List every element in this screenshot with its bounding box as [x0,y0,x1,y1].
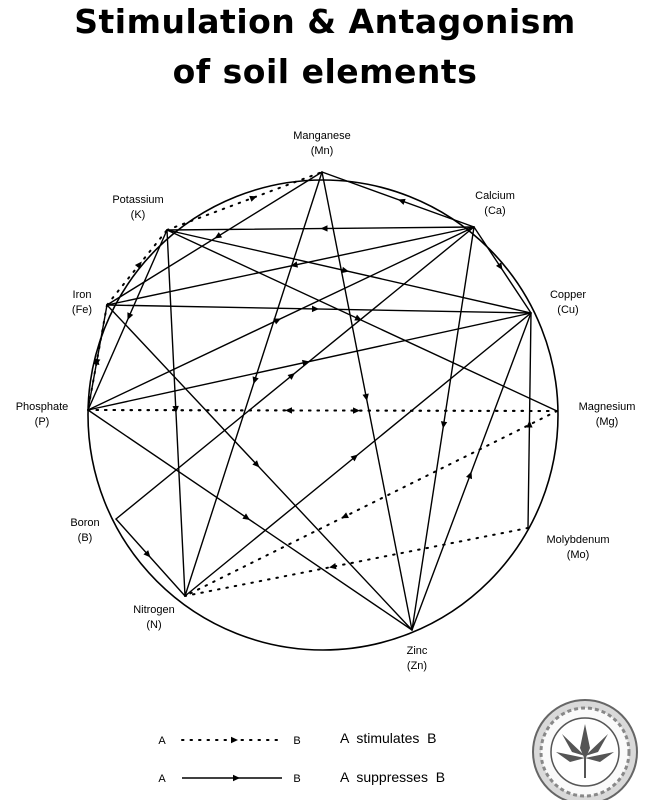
arrowhead-P-Fe [93,357,100,365]
arrowhead-Ca-Mn [398,198,406,205]
element-name-Fe: Iron [73,289,92,301]
arrowhead-K-Cu [341,266,349,274]
arrowhead-Mo-N [329,562,337,570]
arrowhead-N-Cu [350,454,358,462]
arrowhead-Ca-Fe [290,261,299,268]
element-name-Ca: Calcium [475,190,515,202]
element-name-Mo: Molybdenum [547,534,610,546]
element-name-N: Nitrogen [133,604,175,616]
element-name-Mn: Manganese [293,130,351,142]
relation-Mg-stimulates-N [184,410,558,597]
element-symbol-Cu: (Cu) [557,304,578,316]
element-symbol-P: (P) [35,416,50,428]
element-name-Cu: Copper [550,289,586,301]
arrowhead-Mn-Zn [362,393,369,401]
element-symbol-Zn: (Zn) [407,660,427,672]
relation-K-stimulates-Mn [166,171,323,231]
legend-stimulates-line [181,736,283,744]
legend-suppresses-text: A suppresses B [340,769,445,785]
legend-suppresses-b: B [293,773,300,785]
element-labels: Manganese (Mn) Calcium (Ca) Potassium (K) Iron… [16,130,636,672]
arrowhead-P-Zn [242,513,250,520]
arrowhead-Fe-Cu [311,305,319,313]
arrowhead-Mg-N [341,512,349,519]
legend-stimulates-b: B [293,735,300,747]
arrowhead-Mg-P [284,407,292,414]
relation-Mo-stimulates-N [184,527,529,597]
arrowhead-P-Ca [273,318,281,325]
element-symbol-B: (B) [78,532,93,544]
element-name-Mg: Magnesium [579,401,636,413]
element-symbol-Fe: (Fe) [72,304,92,316]
element-symbol-K: (K) [131,209,146,221]
page-title: Stimulation & Antagonism [74,2,576,41]
arrowhead-K-Mn [249,195,257,202]
arrowhead-Ca-K [320,225,328,232]
legend: A B A stimulates B A B A suppresses B [158,730,445,785]
element-symbol-Mo: (Mo) [567,549,590,561]
relation-lines [87,171,558,631]
arrowhead-P-Mg [353,407,361,414]
arrowhead-Mn-N [252,376,259,384]
arrowhead-K-P [127,312,134,320]
legend-dotted-arrowhead [231,736,238,744]
arrowhead-B-Ca [287,373,295,380]
page-subtitle: of soil elements [172,52,478,91]
element-name-K: Potassium [112,194,163,206]
arrowhead-K-N [172,405,179,413]
arrowhead-B-N [143,550,151,558]
element-symbol-Ca: (Ca) [484,205,505,217]
arrowhead-Ca-Zn [440,421,448,429]
element-symbol-Mg: (Mg) [596,416,619,428]
arrowhead-Mo-Cu [526,420,533,428]
legend-stimulates-a: A [158,735,166,747]
legend-solid-arrowhead [233,774,240,782]
element-name-B: Boron [70,517,99,529]
legend-suppresses-line [182,774,282,782]
legend-suppresses-a: A [158,773,166,785]
element-name-P: Phosphate [16,401,69,413]
arrowhead-Zn-Cu [466,471,473,480]
element-symbol-N: (N) [146,619,161,631]
arrowhead-P-Cu [301,359,310,367]
relation-Mg-stimulates-P [87,409,558,412]
relation-Fe-stimulates-K [106,229,168,306]
arrowhead-Fe-Zn [252,460,260,468]
arrowhead-Fe-K [134,261,142,269]
arrowhead-Mn-Fe [214,232,223,239]
element-symbol-Mn: (Mn) [311,145,334,157]
arrowhead-Ca-Cu [495,262,503,270]
element-name-Zn: Zinc [407,645,428,657]
cannabis-leaf-seal-icon [520,690,650,800]
legend-stimulates-text: A stimulates B [340,730,436,746]
